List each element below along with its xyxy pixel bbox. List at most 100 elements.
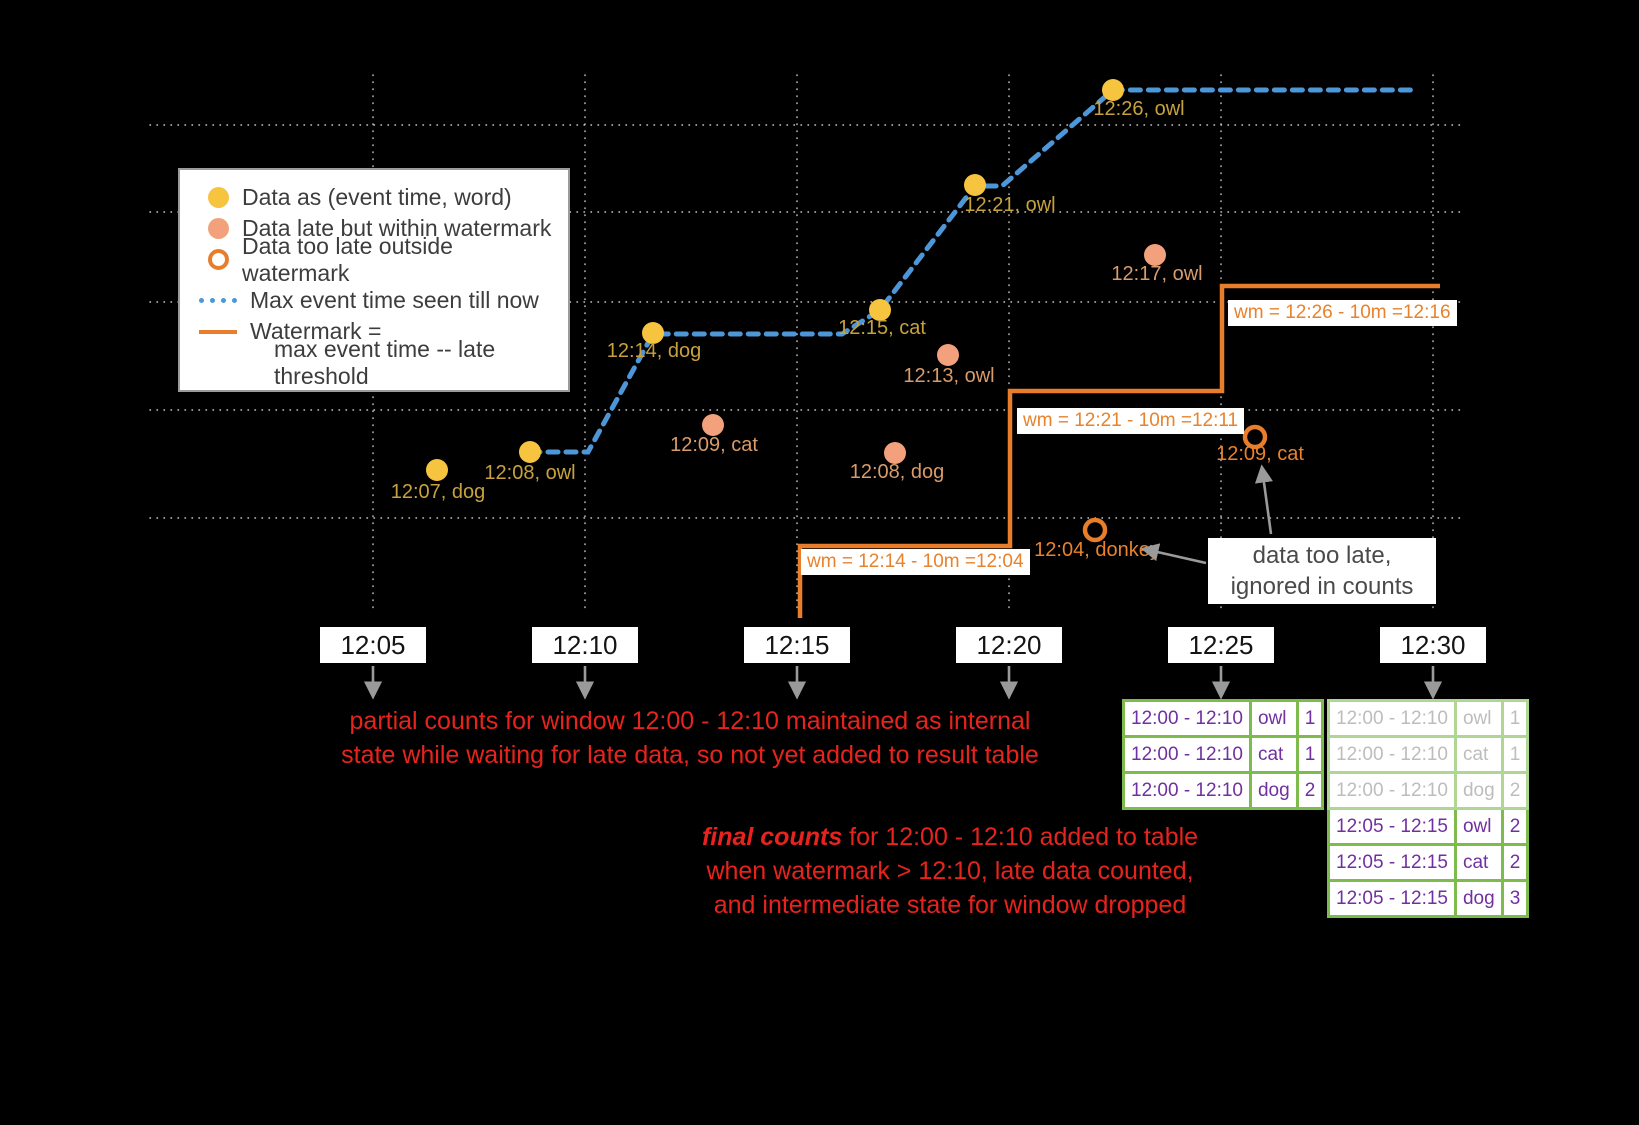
point-label: 12:26, owl bbox=[1093, 98, 1184, 120]
late-point-labels: 12:09, cat 12:08, dog 12:13, owl 12:17, … bbox=[670, 263, 1203, 483]
partial-counts-note: partial counts for window 12:00 - 12:10 … bbox=[322, 704, 1058, 772]
table-row: 12:05 - 12:15 dog 3 bbox=[1327, 879, 1530, 918]
event-point bbox=[869, 299, 891, 321]
too-late-points bbox=[1082, 424, 1268, 543]
count-cell: 2 bbox=[1500, 843, 1530, 882]
event-point bbox=[642, 322, 664, 344]
word-cell: dog bbox=[1453, 879, 1504, 918]
count-cell: 3 bbox=[1500, 879, 1530, 918]
tick-12-15: 12:15 bbox=[744, 627, 850, 663]
point-label: 12:09, cat bbox=[1216, 443, 1304, 465]
event-point bbox=[964, 174, 986, 196]
final-counts-rest: for 12:00 - 12:10 added to table bbox=[842, 823, 1199, 851]
event-point-labels: 12:07, dog 12:08, owl 12:14, dog 12:15, … bbox=[391, 98, 1185, 503]
window-cell: 12:00 - 12:10 bbox=[1327, 771, 1457, 810]
late-points bbox=[702, 244, 1166, 464]
window-cell: 12:05 - 12:15 bbox=[1327, 843, 1457, 882]
legend-item-max-event: Max event time seen till now bbox=[194, 285, 558, 316]
late-point bbox=[702, 414, 724, 436]
legend-item-event: Data as (event time, word) bbox=[194, 182, 558, 213]
event-point bbox=[519, 441, 541, 463]
legend: Data as (event time, word) Data late but… bbox=[178, 168, 570, 392]
result-table-12-30: 12:00 - 12:10 owl 1 12:00 - 12:10 cat 1 … bbox=[1327, 699, 1530, 918]
window-cell: 12:00 - 12:10 bbox=[1327, 735, 1457, 774]
final-counts-line2: when watermark > 12:10, late data counte… bbox=[706, 857, 1194, 885]
table-row: 12:00 - 12:10 cat 1 bbox=[1122, 735, 1325, 774]
word-cell: owl bbox=[1453, 699, 1504, 738]
point-label: 12:17, owl bbox=[1111, 263, 1202, 285]
point-label: 12:13, owl bbox=[903, 365, 994, 387]
table-row-faded: 12:00 - 12:10 dog 2 bbox=[1327, 771, 1530, 810]
table-row: 12:00 - 12:10 owl 1 bbox=[1122, 699, 1325, 738]
tick-12-10: 12:10 bbox=[532, 627, 638, 663]
word-cell: cat bbox=[1453, 843, 1504, 882]
count-cell: 2 bbox=[1295, 771, 1325, 810]
legend-label: Data as (event time, word) bbox=[242, 184, 512, 210]
point-label: 12:14, dog bbox=[607, 340, 702, 362]
window-cell: 12:00 - 12:10 bbox=[1122, 771, 1252, 810]
max-event-time-line bbox=[527, 87, 1419, 455]
tick-12-30: 12:30 bbox=[1380, 627, 1486, 663]
window-cell: 12:00 - 12:10 bbox=[1122, 699, 1252, 738]
late-point bbox=[884, 442, 906, 464]
watermark-label-3: wm = 12:26 - 10m =12:16 bbox=[1228, 300, 1457, 326]
event-point-icon bbox=[208, 187, 229, 208]
watermark-label-1: wm = 12:14 - 10m =12:04 bbox=[801, 549, 1030, 575]
too-late-arrow-donkey bbox=[1140, 543, 1207, 565]
late-point-icon bbox=[208, 218, 229, 239]
count-cell: 1 bbox=[1500, 735, 1530, 774]
tick-12-05: 12:05 bbox=[320, 627, 426, 663]
count-cell: 1 bbox=[1295, 699, 1325, 738]
point-label: 12:08, dog bbox=[850, 461, 945, 483]
count-cell: 2 bbox=[1500, 771, 1530, 810]
legend-item-late: Data late but within watermark bbox=[194, 213, 558, 244]
table-row-faded: 12:00 - 12:10 cat 1 bbox=[1327, 735, 1530, 774]
final-counts-note: final counts for 12:00 - 12:10 added to … bbox=[655, 820, 1245, 922]
too-late-point bbox=[1242, 424, 1268, 450]
partial-counts-line2: state while waiting for late data, so no… bbox=[341, 741, 1039, 769]
tick-12-25: 12:25 bbox=[1168, 627, 1274, 663]
event-points bbox=[426, 79, 1124, 481]
legend-item-too-late: Data too late outside watermark bbox=[194, 233, 558, 286]
count-cell: 2 bbox=[1500, 807, 1530, 846]
late-point bbox=[1144, 244, 1166, 266]
max-event-line-icon bbox=[199, 298, 237, 303]
table-row: 12:05 - 12:15 cat 2 bbox=[1327, 843, 1530, 882]
event-point bbox=[426, 459, 448, 481]
result-table-12-25: 12:00 - 12:10 owl 1 12:00 - 12:10 cat 1 … bbox=[1122, 699, 1325, 810]
window-cell: 12:00 - 12:10 bbox=[1327, 699, 1457, 738]
legend-label: Watermark = bbox=[250, 318, 382, 344]
point-label: 12:07, dog bbox=[391, 481, 486, 503]
table-row: 12:00 - 12:10 dog 2 bbox=[1122, 771, 1325, 810]
event-point bbox=[1102, 79, 1124, 101]
too-late-callout-line2: ignored in counts bbox=[1230, 573, 1414, 600]
arrows bbox=[363, 464, 1443, 700]
too-late-point-labels: 12:04, donkey 12:09, cat bbox=[1034, 443, 1304, 561]
count-cell: 1 bbox=[1295, 735, 1325, 774]
too-late-point-icon bbox=[208, 249, 229, 270]
window-cell: 12:00 - 12:10 bbox=[1122, 735, 1252, 774]
word-cell: cat bbox=[1453, 735, 1504, 774]
too-late-point bbox=[1082, 517, 1108, 543]
legend-label: Data too late outside watermark bbox=[242, 232, 453, 286]
word-cell: cat bbox=[1248, 735, 1299, 774]
final-counts-line3: and intermediate state for window droppe… bbox=[713, 891, 1187, 919]
final-counts-line1: final counts for 12:00 - 12:10 added to … bbox=[655, 820, 1245, 854]
legend-label: max event time -- late threshold bbox=[274, 335, 496, 389]
count-cell: 1 bbox=[1500, 699, 1530, 738]
table-row-faded: 12:00 - 12:10 owl 1 bbox=[1327, 699, 1530, 738]
word-cell: owl bbox=[1248, 699, 1299, 738]
final-counts-emphasis: final counts bbox=[701, 823, 843, 851]
legend-item-watermark-cont: max event time -- late threshold bbox=[194, 336, 558, 389]
point-label: 12:08, owl bbox=[484, 462, 575, 484]
word-cell: dog bbox=[1453, 771, 1504, 810]
point-label: 12:04, donkey bbox=[1034, 539, 1160, 561]
watermark-label-2: wm = 12:21 - 10m =12:11 bbox=[1017, 408, 1245, 434]
partial-counts-line1: partial counts for window 12:00 - 12:10 … bbox=[349, 707, 1031, 735]
point-label: 12:09, cat bbox=[670, 434, 758, 456]
watermark-line-icon bbox=[199, 329, 237, 334]
table-row: 12:05 - 12:15 owl 2 bbox=[1327, 807, 1530, 846]
too-late-callout-line1: data too late, bbox=[1252, 542, 1392, 569]
legend-label: Data late but within watermark bbox=[242, 215, 552, 241]
